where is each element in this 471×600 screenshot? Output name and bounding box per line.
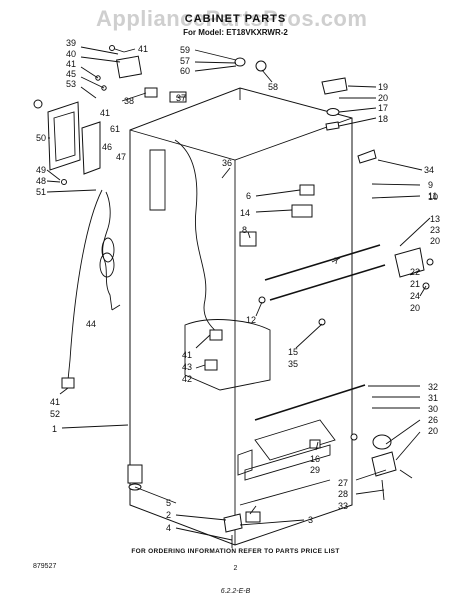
- callout: 36: [222, 158, 232, 168]
- callout: 14: [240, 208, 250, 218]
- callout: 9: [428, 180, 433, 190]
- leader-lines: [46, 46, 431, 541]
- callout: 13: [430, 214, 440, 224]
- callout: 20: [410, 303, 420, 313]
- callout: 2: [166, 510, 171, 520]
- callout: 42: [182, 374, 192, 384]
- left-panel-assembly: [33, 99, 101, 185]
- callout: 33: [338, 501, 348, 511]
- callout: 17: [378, 103, 388, 113]
- callout: 18: [378, 114, 388, 124]
- callout: 44: [86, 319, 96, 329]
- watermark: AppliancePartsPros.com: [96, 6, 368, 31]
- callout: 40: [66, 49, 76, 59]
- callout: 57: [180, 56, 190, 66]
- callout: 53: [66, 79, 76, 89]
- callout: 31: [428, 393, 438, 403]
- callout-labels: 39 41 40 41 45 53 38 37 59 57 60 58 19 2…: [36, 38, 440, 533]
- model-line: For Model: ET18VKXRWR-2: [183, 28, 288, 37]
- callout: 41: [50, 397, 60, 407]
- callout: 24: [410, 291, 420, 301]
- callout: 7: [334, 256, 339, 266]
- callout: 15: [288, 347, 298, 357]
- power-cord-and-tube: [61, 189, 121, 389]
- callout: 51: [36, 187, 46, 197]
- cabinet-body: [129, 87, 386, 546]
- callout: 38: [124, 96, 134, 106]
- callout: 45: [66, 69, 76, 79]
- callout: 16: [310, 454, 320, 464]
- callout: 34: [424, 165, 434, 175]
- callout: 3: [308, 515, 313, 525]
- callout: 32: [428, 382, 438, 392]
- callout: 43: [182, 362, 192, 372]
- callout: 37: [176, 93, 186, 103]
- callout: 12: [246, 315, 256, 325]
- callout: 1: [52, 424, 57, 434]
- callout: 60: [180, 66, 190, 76]
- callout: 41: [182, 350, 192, 360]
- callout: 8: [242, 225, 247, 235]
- callout: 61: [110, 124, 120, 134]
- callout: 28: [338, 489, 348, 499]
- callout: 48: [36, 176, 46, 186]
- callout: 52: [50, 409, 60, 419]
- callout: 29: [310, 465, 320, 475]
- bottom-note: 6.2.2-E-B: [220, 588, 251, 595]
- callout: 41: [66, 59, 76, 69]
- diagram-id: 879527: [33, 563, 57, 570]
- callout: 20: [428, 426, 438, 436]
- callout: 10: [428, 192, 438, 202]
- callout: 46: [102, 142, 112, 152]
- callout: 59: [180, 45, 190, 55]
- upper-right-parts: [234, 57, 377, 164]
- callout: 50: [36, 133, 46, 143]
- callout: 20: [430, 236, 440, 246]
- diagram-title: CABINET PARTS: [184, 13, 287, 25]
- callout: 49: [36, 165, 46, 175]
- page-number: 2: [233, 565, 238, 572]
- callout: 26: [428, 415, 438, 425]
- callout: 30: [428, 404, 438, 414]
- callout: 41: [100, 108, 110, 118]
- callout: 58: [268, 82, 278, 92]
- callout: 20: [378, 93, 388, 103]
- callout: 23: [430, 225, 440, 235]
- callout: 6: [246, 191, 251, 201]
- callout: 21: [410, 279, 420, 289]
- lower-right-roller-assembly: [245, 433, 413, 523]
- callout: 35: [288, 359, 298, 369]
- front-roller-assembly: [127, 464, 243, 548]
- callout: 41: [138, 44, 148, 54]
- callout: 11: [428, 191, 437, 201]
- callout: 19: [378, 82, 388, 92]
- callout: 4: [166, 523, 171, 533]
- callout: 27: [338, 478, 348, 488]
- callout: 39: [66, 38, 76, 48]
- ordering-note: FOR ORDERING INFORMATION REFER TO PARTS …: [131, 548, 340, 555]
- callout: 5: [166, 498, 171, 508]
- callout: 22: [410, 267, 420, 277]
- callout: 47: [116, 152, 126, 162]
